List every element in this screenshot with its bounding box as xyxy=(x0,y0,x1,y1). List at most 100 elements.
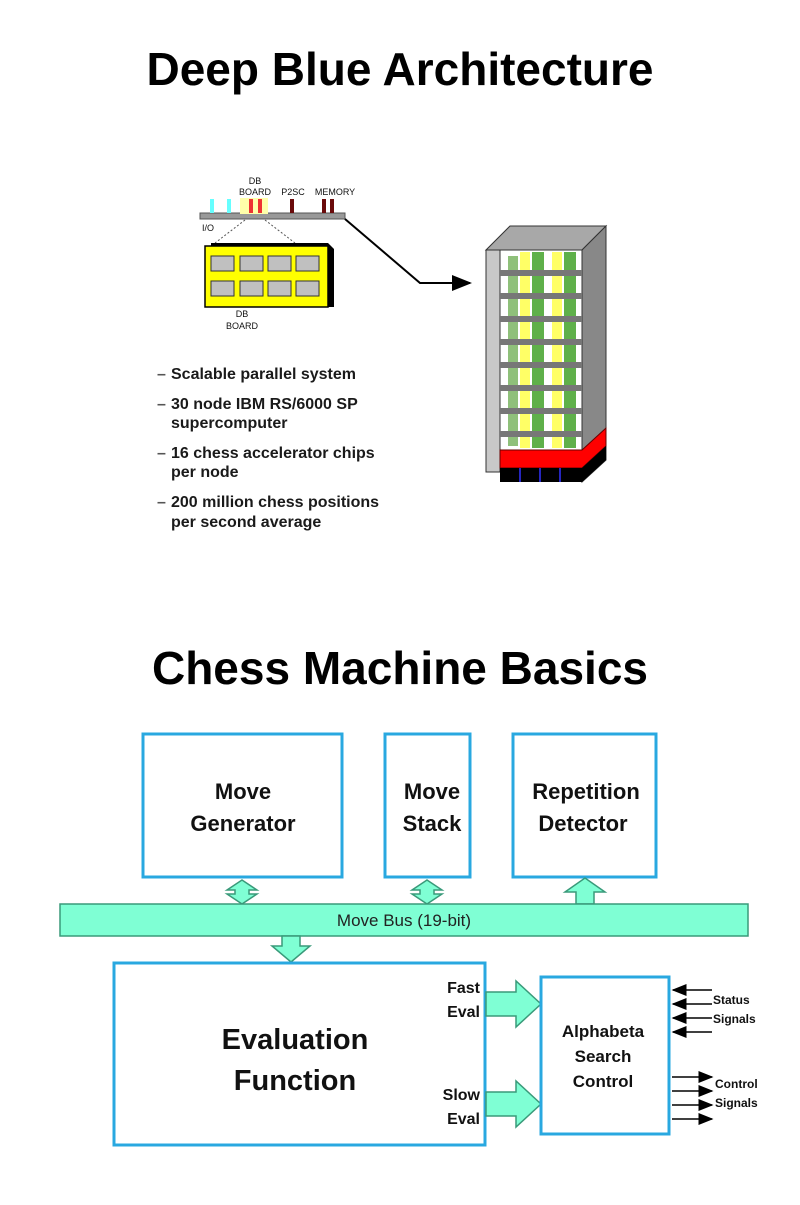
move-generator-bus-arrow xyxy=(224,879,260,905)
node-schematic: DB BOARD P2SC MEMORY I/O xyxy=(199,176,355,244)
slow-eval-line2: Eval xyxy=(447,1111,480,1128)
rack-shelf xyxy=(500,431,582,437)
rack-base xyxy=(500,446,606,482)
control-signals-line2: Signals xyxy=(715,1096,758,1110)
move-bus xyxy=(59,903,749,937)
chess-chip xyxy=(210,255,235,272)
rack-yellow-strip xyxy=(520,252,530,448)
db-board-card xyxy=(258,199,262,213)
backplane-bar xyxy=(199,212,346,220)
alphabeta-line3: Control xyxy=(573,1072,633,1091)
memory-card xyxy=(330,199,334,213)
bullet-dash: – xyxy=(157,445,166,462)
memory-label: MEMORY xyxy=(315,187,355,197)
bullet-1-line-1: Scalable parallel system xyxy=(171,366,356,383)
alphabeta-line1: Alphabeta xyxy=(562,1022,645,1041)
rack-left-frame xyxy=(485,249,501,473)
move-bus-label: Move Bus (19-bit) xyxy=(337,911,471,930)
bus-to-evaluation-arrow xyxy=(269,935,313,963)
status-signal-arrows xyxy=(671,984,712,1038)
chess-chip xyxy=(210,280,235,297)
alphabeta-line2: Search xyxy=(575,1047,632,1066)
bullet-3-line-2: per node xyxy=(171,464,239,481)
move-generator-line2: Generator xyxy=(190,811,296,836)
chess-chip xyxy=(267,255,292,272)
chess-chip xyxy=(295,255,320,272)
rack-shelf xyxy=(500,316,582,322)
io-label: I/O xyxy=(202,223,214,233)
status-signals-line2: Signals xyxy=(713,1012,756,1026)
chess-chip xyxy=(239,255,264,272)
db-board-card xyxy=(249,199,253,213)
move-stack-box: Move Stack xyxy=(383,732,472,879)
repetition-detector-bus-arrow xyxy=(562,877,608,905)
slow-eval-arrow xyxy=(485,1079,543,1129)
node-to-rack-arrow xyxy=(344,218,472,291)
rack-yellow-strip xyxy=(552,252,562,448)
rack-shelf xyxy=(500,408,582,414)
bullet-2-line-1: 30 node IBM RS/6000 SP xyxy=(171,396,358,413)
fast-eval-line1: Fast xyxy=(447,980,481,997)
slow-eval-line1: Slow xyxy=(443,1087,481,1104)
db-board-body xyxy=(204,245,329,308)
rack-green-board xyxy=(532,252,544,448)
evaluation-function-box: Evaluation Function Fast Eval Slow Eval xyxy=(112,961,487,1147)
rack-shelf xyxy=(500,385,582,391)
deep-blue-title: Deep Blue Architecture xyxy=(147,43,654,95)
bullet-3-line-1: 16 chess accelerator chips xyxy=(171,445,375,462)
chess-chip xyxy=(239,280,264,297)
bullet-dash: – xyxy=(157,366,166,383)
bullet-4-line-2: per second average xyxy=(171,514,321,531)
rack-shelf xyxy=(500,270,582,276)
p2sc-card xyxy=(290,199,294,213)
alphabeta-border xyxy=(539,975,671,1136)
repetition-detector-border xyxy=(511,732,658,879)
repetition-detector-box: Repetition Detector xyxy=(511,732,658,879)
chess-machine-title: Chess Machine Basics xyxy=(152,642,648,694)
db-board-slot-highlight xyxy=(240,198,268,214)
rack-shelves xyxy=(500,270,582,437)
zoom-connector xyxy=(264,219,296,244)
fast-eval-arrow xyxy=(485,979,543,1029)
evaluation-function-line2: Function xyxy=(234,1065,356,1097)
evaluation-function-border xyxy=(112,961,487,1147)
control-signal-arrows xyxy=(672,1071,714,1125)
move-stack-bus-arrow xyxy=(409,879,445,905)
fast-eval-line2: Eval xyxy=(447,1004,480,1021)
bullet-4-line-1: 200 million chess positions xyxy=(171,494,379,511)
sp-rack xyxy=(484,224,608,484)
rack-shelf xyxy=(500,339,582,345)
db-board-label-line2: BOARD xyxy=(239,187,272,197)
move-generator-box: Move Generator xyxy=(141,732,344,879)
rack-green-board xyxy=(564,252,576,448)
board-caption-line2: BOARD xyxy=(226,321,259,331)
rack-green-board-back xyxy=(508,256,518,446)
chess-chip xyxy=(267,280,292,297)
move-generator-border xyxy=(141,732,344,879)
evaluation-function-line1: Evaluation xyxy=(222,1024,369,1056)
alphabeta-search-control-box: Alphabeta Search Control xyxy=(539,975,671,1136)
repetition-detector-line1: Repetition xyxy=(532,779,640,804)
status-signals-line1: Status xyxy=(713,993,750,1007)
zoom-connector xyxy=(214,219,246,244)
bullet-dash: – xyxy=(157,494,166,511)
rack-shelf xyxy=(500,293,582,299)
rack-shelf xyxy=(500,362,582,368)
bullet-list: – Scalable parallel system – 30 node IBM… xyxy=(157,366,379,531)
board-caption-line1: DB xyxy=(236,309,249,319)
control-signals-line1: Control xyxy=(715,1077,758,1091)
p2sc-label: P2SC xyxy=(281,187,305,197)
move-generator-line1: Move xyxy=(215,779,271,804)
memory-card xyxy=(322,199,326,213)
io-card xyxy=(227,199,231,213)
io-card xyxy=(210,199,214,213)
move-stack-border xyxy=(383,732,472,879)
bullet-dash: – xyxy=(157,396,166,413)
bullet-2-line-2: supercomputer xyxy=(171,415,287,432)
repetition-detector-line2: Detector xyxy=(538,811,628,836)
chess-chip xyxy=(295,280,320,297)
db-board-label-line1: DB xyxy=(249,176,262,186)
move-stack-line1: Move xyxy=(404,779,460,804)
